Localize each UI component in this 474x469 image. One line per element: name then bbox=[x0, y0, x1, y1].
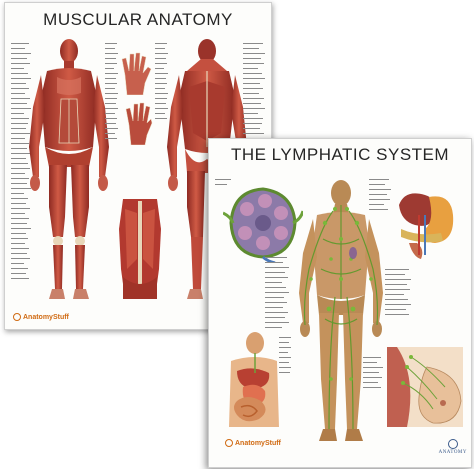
muscular-brand-logo: AnatomyStuff bbox=[13, 313, 69, 321]
lymphatic-poster-title: THE LYMPHATIC SYSTEM bbox=[230, 145, 450, 164]
lymph-labels-digestive bbox=[279, 337, 293, 377]
lymphatic-brand-logo: AnatomyStuff bbox=[225, 439, 281, 447]
lymph-digestive-illustration bbox=[229, 332, 279, 427]
lymph-breast-illustration bbox=[387, 347, 463, 427]
muscular-hand-dorsal bbox=[121, 52, 152, 95]
muscular-hand-palmar bbox=[125, 102, 153, 145]
lymph-labels-right bbox=[385, 269, 415, 319]
lymph-labels-top-left bbox=[215, 179, 235, 189]
muscular-poster-title: MUSCULAR ANATOMY bbox=[43, 10, 233, 29]
muscular-back-torso bbox=[119, 199, 161, 299]
lymph-labels-breast bbox=[363, 357, 385, 392]
lymph-node-illustration bbox=[223, 187, 303, 263]
anatomystuff-logo-icon bbox=[13, 313, 21, 321]
lymphatic-system-poster: THE LYMPHATIC SYSTEM bbox=[208, 138, 472, 468]
anatomy-logo: ANATOMY bbox=[439, 439, 467, 455]
muscular-labels-mid-left bbox=[105, 43, 119, 143]
lymph-organs-illustration bbox=[399, 193, 454, 259]
muscular-front-figure bbox=[29, 39, 109, 299]
muscular-labels-mid-right bbox=[155, 43, 169, 123]
anatomystuff-logo-icon bbox=[225, 439, 233, 447]
lymphatic-body-figure bbox=[299, 180, 383, 441]
lymph-labels-left bbox=[265, 257, 291, 332]
lymph-labels-organs bbox=[369, 179, 393, 214]
muscular-labels-left bbox=[11, 43, 33, 283]
muscular-labels-right bbox=[243, 43, 267, 143]
anatomy-logo-icon bbox=[447, 439, 458, 449]
